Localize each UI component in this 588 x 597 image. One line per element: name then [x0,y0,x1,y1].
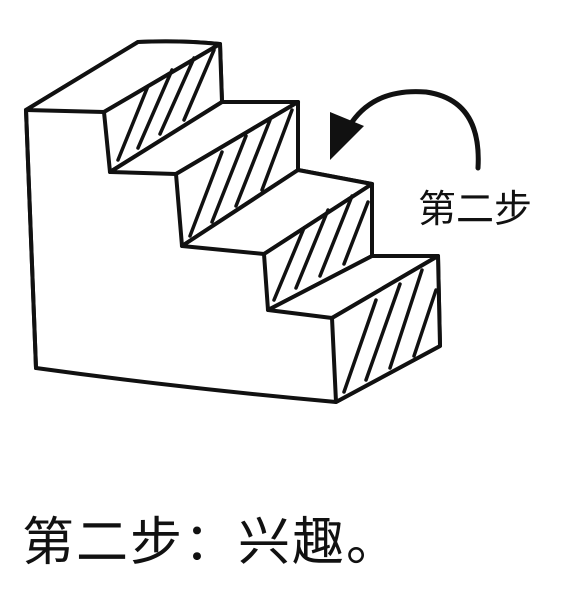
step-3-hatching [272,194,370,302]
step-1-hatching [116,48,216,162]
staircase [24,39,442,404]
arrow-curve [349,89,481,171]
stairs-illustration: 第二步 [24,39,532,404]
step-2-hatching [188,108,294,238]
curved-arrow [330,89,481,171]
arrow-head-icon [330,112,364,160]
caption: 第二步：兴趣。 [22,513,401,573]
step-4-hatching [342,268,438,394]
staircase-front-edge [24,108,38,370]
arrow-label: 第二步 [418,187,532,231]
